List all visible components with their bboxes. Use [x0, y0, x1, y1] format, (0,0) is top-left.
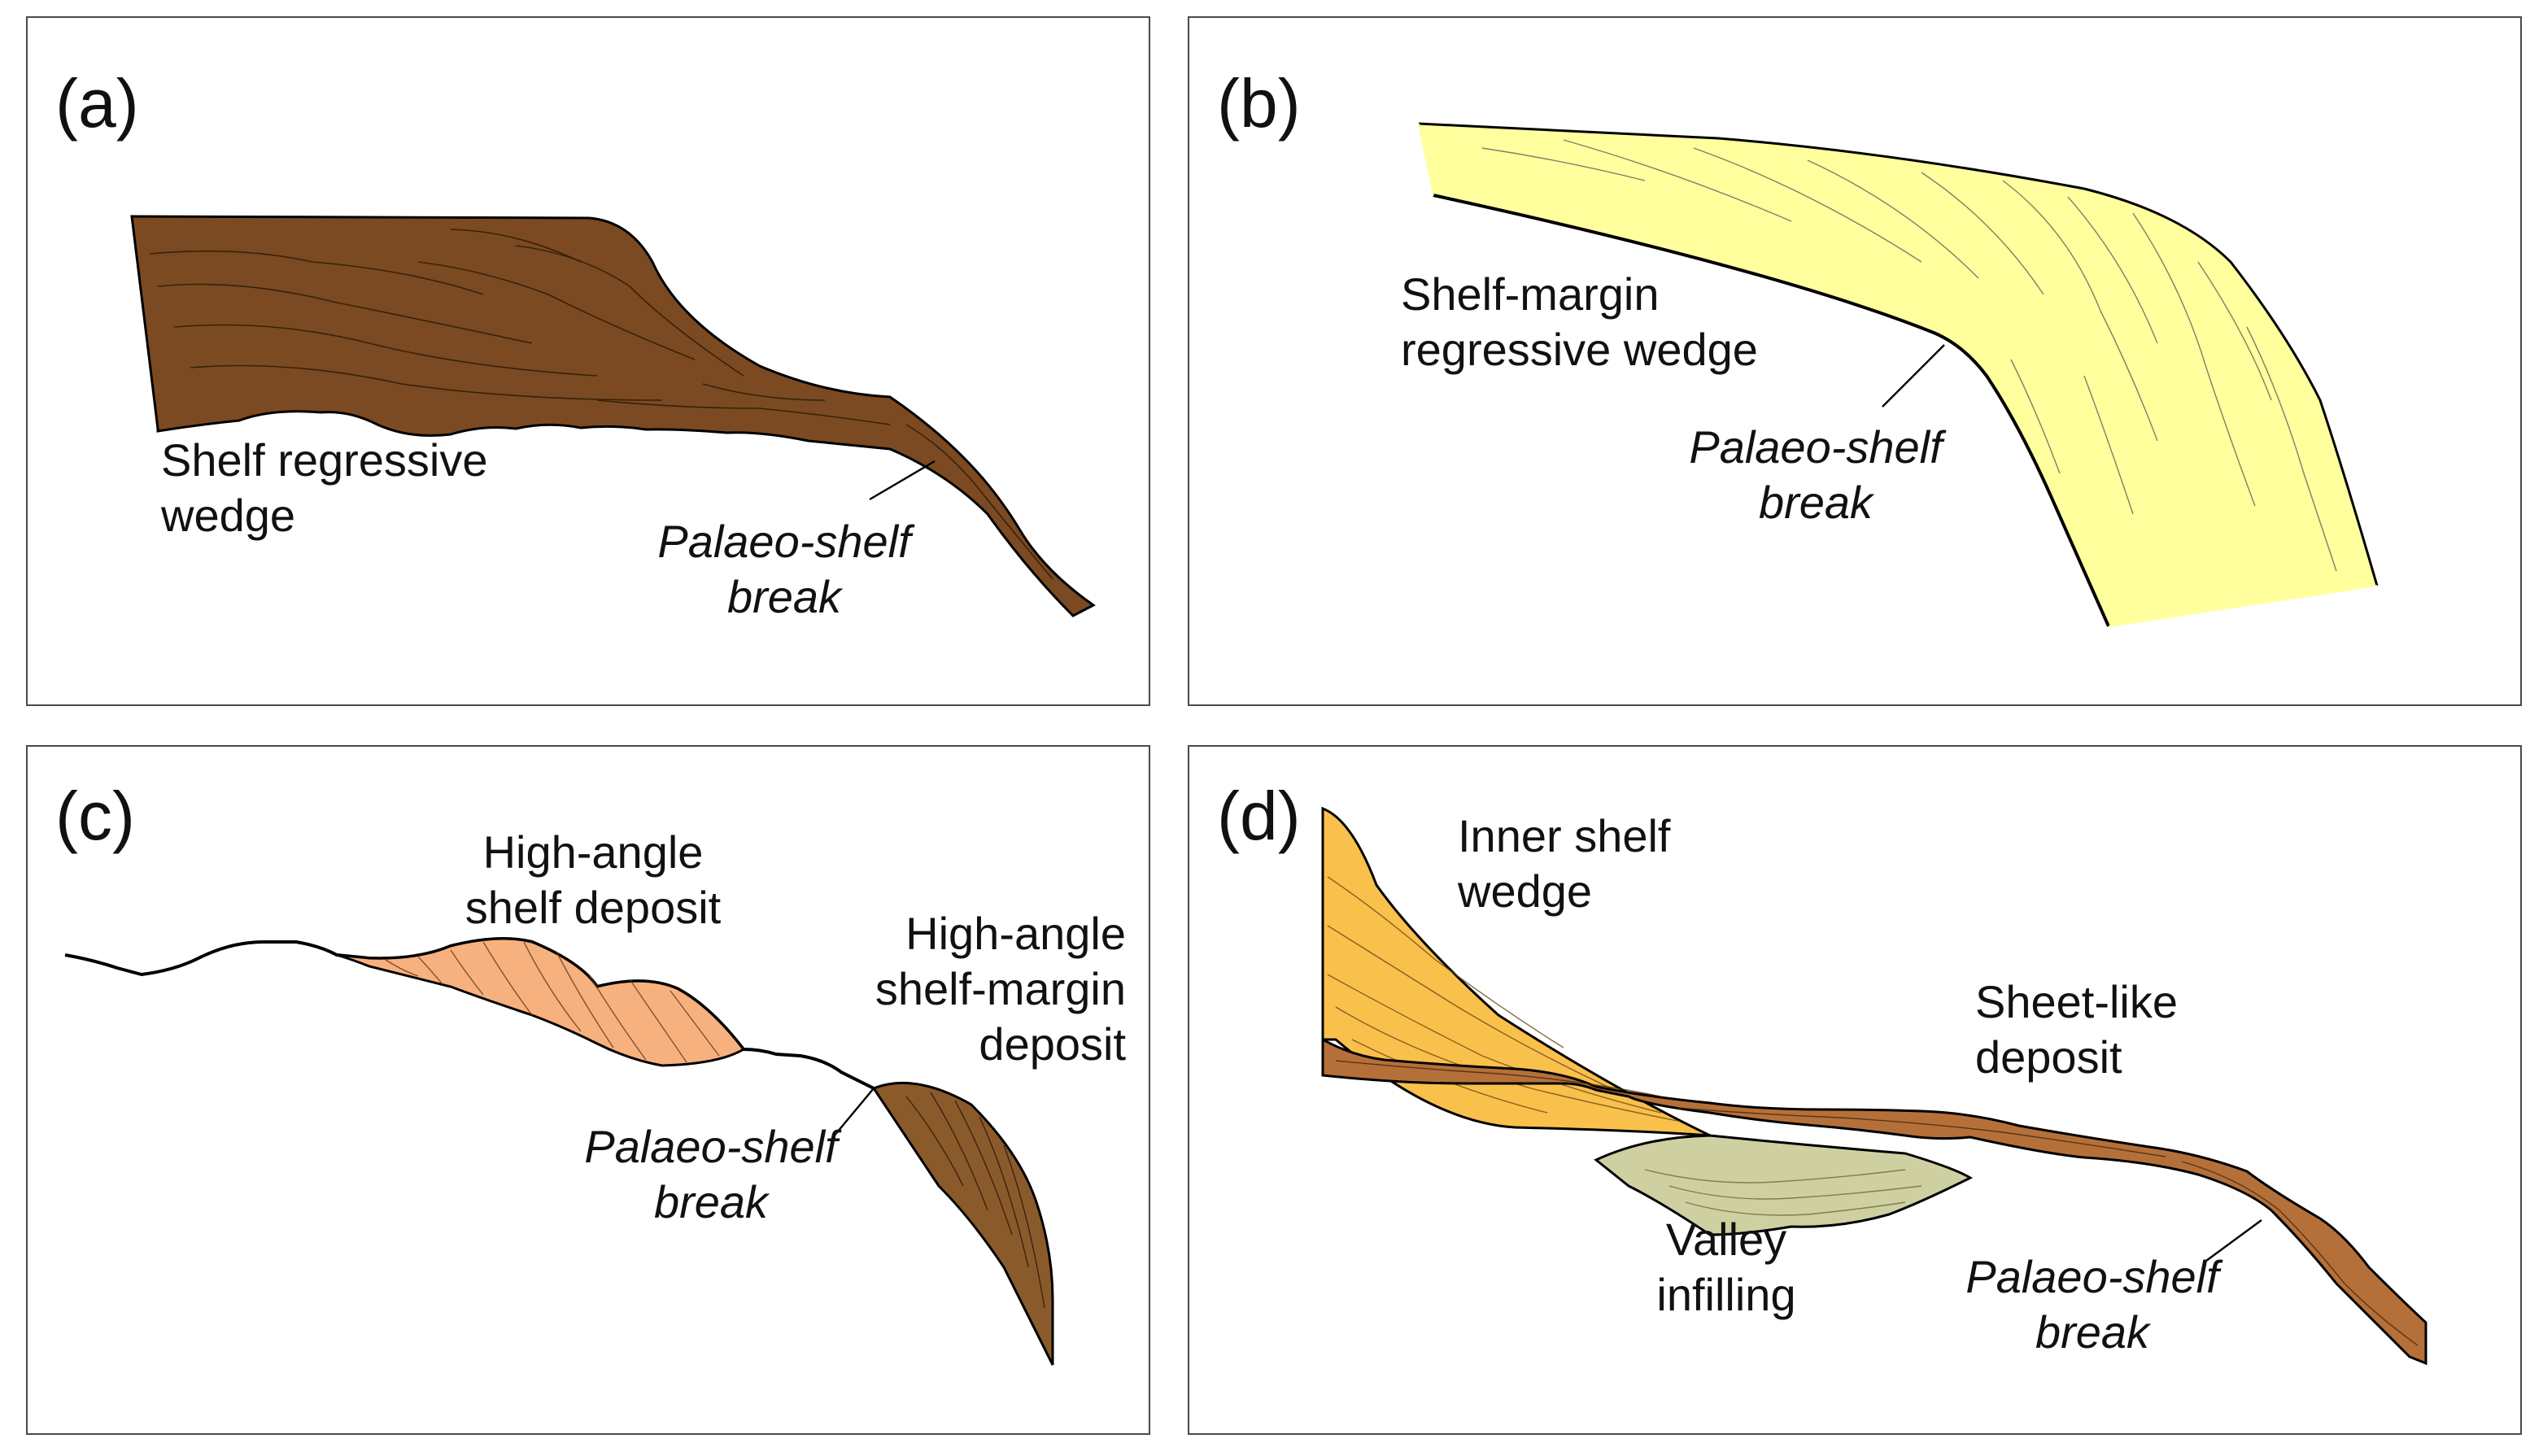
panel-c: (c) High-angle shelf deposit High-angle … — [26, 745, 1150, 1435]
panel-a-letter: (a) — [55, 65, 139, 142]
valley-infilling-label: Valley infilling — [1656, 1214, 1796, 1320]
panel-b-letter: (b) — [1217, 65, 1301, 142]
palaeo-shelf-break-label-b: Palaeo-shelf break — [1689, 421, 1943, 528]
shelf-margin-regressive-wedge-label: Shelf-margin regressive wedge — [1401, 268, 1758, 375]
palaeo-shelf-break-label-a: Palaeo-shelf break — [657, 516, 911, 622]
palaeo-shelf-break-label-d: Palaeo-shelf break — [1965, 1251, 2219, 1358]
high-angle-shelf-margin-deposit-label: High-angle shelf-margin deposit — [875, 908, 1126, 1070]
high-angle-deposits-shape — [64, 937, 1054, 1366]
panel-a: (a) Shelf regressive wedge Palaeo-shelf … — [26, 16, 1150, 706]
palaeo-shelf-break-label-c: Palaeo-shelf break — [584, 1121, 838, 1227]
shelf-margin-regressive-wedge-shape — [1418, 122, 2379, 627]
inner-shelf-wedge-label: Inner shelf wedge — [1458, 810, 1671, 917]
panel-d: (d) Inner shelf wedge Sheet-like deposit… — [1188, 745, 2522, 1435]
panel-d-letter: (d) — [1217, 778, 1301, 854]
shelf-regressive-wedge-label: Shelf regressive wedge — [161, 434, 488, 541]
sheet-like-deposit-label: Sheet-like deposit — [1975, 976, 2179, 1083]
high-angle-shelf-deposit-label: High-angle shelf deposit — [465, 826, 722, 933]
panel-b: (b) Shelf-margin regressive wedge Palaeo… — [1188, 16, 2522, 706]
inner-shelf-sheet-valley-shape — [1321, 806, 2427, 1366]
panel-c-letter: (c) — [55, 778, 135, 854]
shelf-regressive-wedge-shape — [130, 215, 1096, 617]
